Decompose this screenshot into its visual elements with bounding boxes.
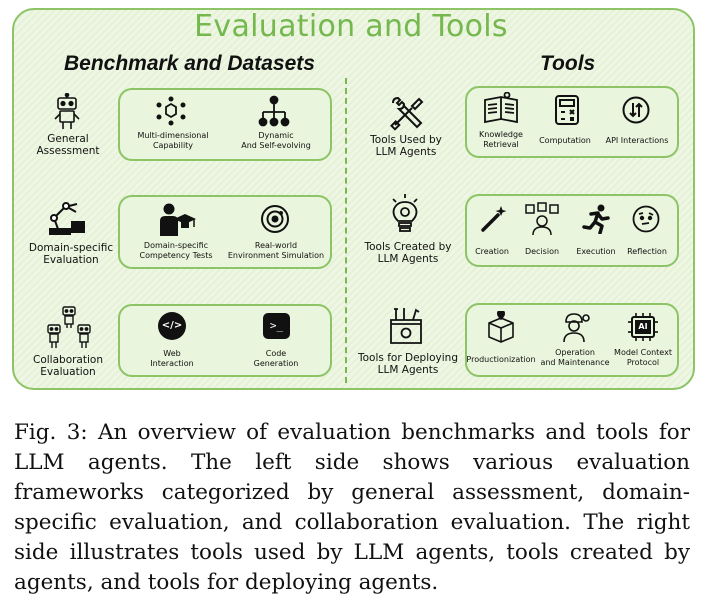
product-box-icon	[488, 311, 514, 343]
item-competency-tests: Domain-specific Competency Tests	[139, 241, 213, 260]
item-decision: Decision	[524, 247, 560, 256]
robotic-arm-icon	[49, 202, 85, 235]
row-label-tools-deploying: Tools for Deploying LLM Agents	[358, 352, 458, 376]
tools-heading: Tools	[540, 52, 596, 75]
robot-icon	[54, 93, 80, 129]
row-label-general-assessment: General Assessment	[36, 133, 100, 157]
lightbulb-gear-icon	[392, 194, 418, 232]
graduate-expert-icon	[160, 203, 196, 236]
row-label-collaboration: Collaboration Evaluation	[33, 354, 103, 378]
domain-specific-box	[118, 195, 332, 269]
item-model-context-protocol: Model Context Protocol	[614, 348, 672, 367]
robot-team-icon	[47, 306, 91, 348]
chip-pins-icon	[628, 313, 658, 341]
figure-caption: Fig. 3: An overview of evaluation benchm…	[14, 420, 690, 595]
ai-chip-label: AI	[635, 320, 651, 334]
item-api-interactions: API Interactions	[605, 136, 669, 145]
item-reflection: Reflection	[627, 247, 667, 256]
general-assessment-box	[118, 88, 332, 161]
benchmark-heading: Benchmark and Datasets	[64, 52, 315, 75]
thinking-face-icon	[632, 205, 660, 233]
item-productionization: Productionization	[466, 355, 536, 364]
row-label-domain-specific: Domain-specific Evaluation	[28, 242, 114, 266]
ai-chip-icon: AI	[628, 313, 658, 341]
item-code-generation: Code Generation	[253, 349, 299, 368]
magic-wand-icon	[481, 206, 507, 232]
orbit-planet-icon	[261, 205, 289, 233]
wrench-screwdriver-icon	[390, 96, 424, 131]
network-tree-icon	[258, 95, 290, 127]
running-person-icon	[582, 204, 610, 234]
api-exchange-icon	[622, 96, 650, 124]
item-computation: Computation	[539, 136, 591, 145]
item-operation-maintenance: Operation and Maintenance	[540, 348, 610, 367]
item-web-interaction: Web Interaction	[150, 349, 194, 368]
row-label-tools-created: Tools Created by LLM Agents	[364, 241, 452, 265]
maintenance-engineer-icon	[563, 313, 590, 343]
item-creation: Creation	[475, 247, 509, 256]
toolbox-icon	[390, 308, 422, 344]
section-divider	[345, 78, 347, 383]
code-tag-icon: </>	[158, 312, 186, 340]
multi-dimensional-icon	[156, 96, 186, 126]
terminal-icon: >_	[263, 313, 290, 339]
row-label-tools-used: Tools Used by LLM Agents	[370, 134, 442, 158]
diagram-title: Evaluation and Tools	[194, 9, 508, 44]
item-execution: Execution	[576, 247, 616, 256]
item-multi-dimensional: Multi-dimensional Capability	[137, 131, 209, 150]
item-dynamic-self-evolving: Dynamic And Self-evolving	[241, 131, 311, 150]
decision-person-icon	[525, 202, 559, 236]
item-knowledge-retrieval: Knowledge Retrieval	[479, 130, 523, 149]
calculator-icon	[555, 95, 579, 125]
item-environment-simulation: Real-world Environment Simulation	[227, 241, 325, 260]
collaboration-box	[118, 304, 332, 377]
book-lightbulb-icon	[484, 92, 518, 124]
